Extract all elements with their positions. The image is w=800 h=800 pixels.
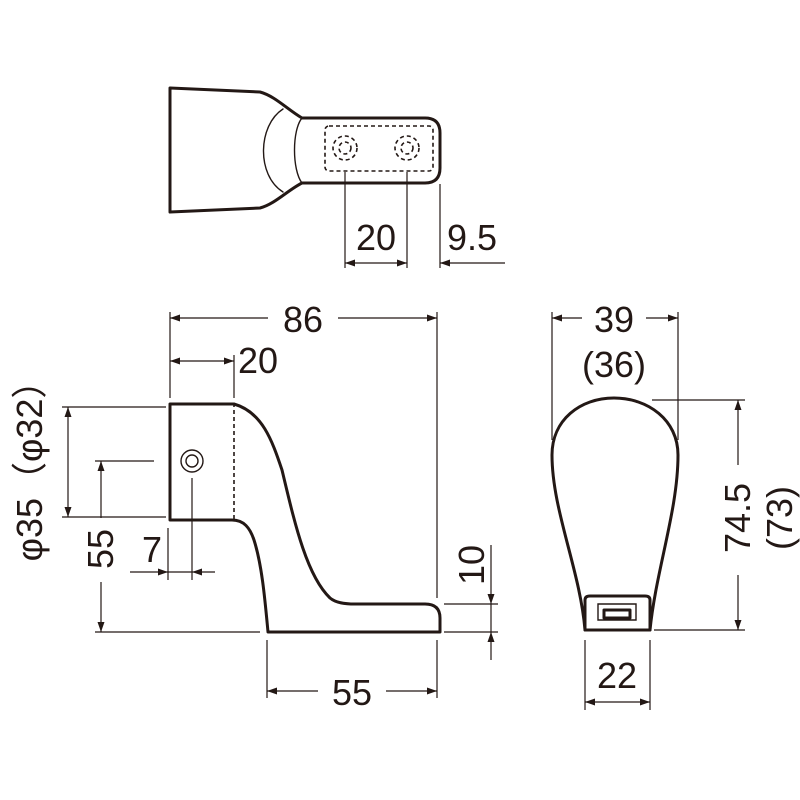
dim-top-hole-pitch: 20 [356,217,396,258]
dim-top-edge-offset: 9.5 [447,217,497,258]
dim-base-thickness: 10 [451,545,492,585]
top-view-screw-hole-1-inner [338,141,352,155]
front-view-set-screw-inner [185,454,199,468]
dim-width-main: 39 [594,299,634,340]
dim-height-alt: (73) [759,486,800,550]
front-view-set-screw [180,449,204,473]
dim-overall-length: 86 [283,299,323,340]
front-view: 86 20 φ35（φ32） 55 7 10 55 [9,298,498,713]
top-view-grip-curve-inner [293,117,303,184]
dim-screw-offset: 7 [142,529,162,570]
top-view-screw-hole-2-inner [400,141,414,155]
dim-socket-depth: 20 [238,340,278,381]
front-view-outline [168,402,442,634]
dim-width-alt: (36) [582,344,646,385]
side-view: 39 (36) 74.5 (73) 22 [550,298,800,710]
dim-pipe-diameter: φ35（φ32） [9,363,50,562]
dim-height-main: 74.5 [717,483,758,553]
top-view-screw-hole-2 [394,135,420,161]
top-view-outline [168,86,442,214]
top-view-screw-hole-1 [332,135,358,161]
side-view-bracket-slot [602,608,632,620]
dim-center-height: 55 [80,529,121,569]
side-view-bracket [597,603,637,621]
top-view-mount-slot [324,125,434,172]
dim-foot-width: 22 [597,655,637,696]
top-view-grip-curve [262,108,284,193]
front-view-socket [169,403,235,521]
side-view-outline [550,396,680,632]
top-view: 20 9.5 [168,86,505,268]
dim-base-length: 55 [332,672,372,713]
